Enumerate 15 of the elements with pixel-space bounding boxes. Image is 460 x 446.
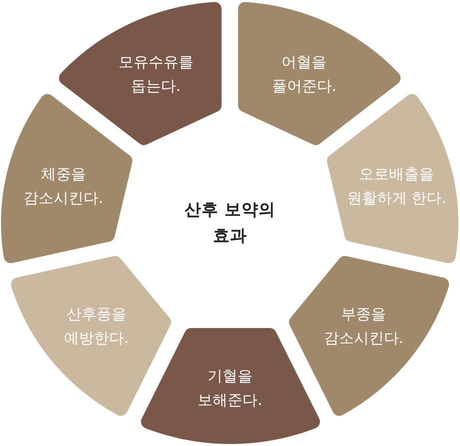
ring-segment <box>10 256 171 416</box>
segment-label: 체중을 감소시킨다. <box>22 164 104 210</box>
ring-segment <box>327 94 459 264</box>
segment-label: 기혈을 보해준다. <box>196 366 263 411</box>
segment-label: 어혈을 풀어준다. <box>271 52 338 98</box>
ring-segment <box>1 94 133 264</box>
segment-label: 부종을 감소시킨다. <box>323 304 404 349</box>
center-title: 산후 보약의 효과 <box>184 199 276 247</box>
ring-segment <box>140 328 320 444</box>
ring-segment <box>238 2 401 146</box>
ring-segment <box>59 2 222 146</box>
ring-segment <box>289 256 450 416</box>
segment-label: 산후풍을 예방한다. <box>63 304 130 349</box>
segment-label: 모유수유를 돕는다. <box>118 52 194 98</box>
segment-label: 오로배출을 원활하게 한다. <box>346 164 448 210</box>
